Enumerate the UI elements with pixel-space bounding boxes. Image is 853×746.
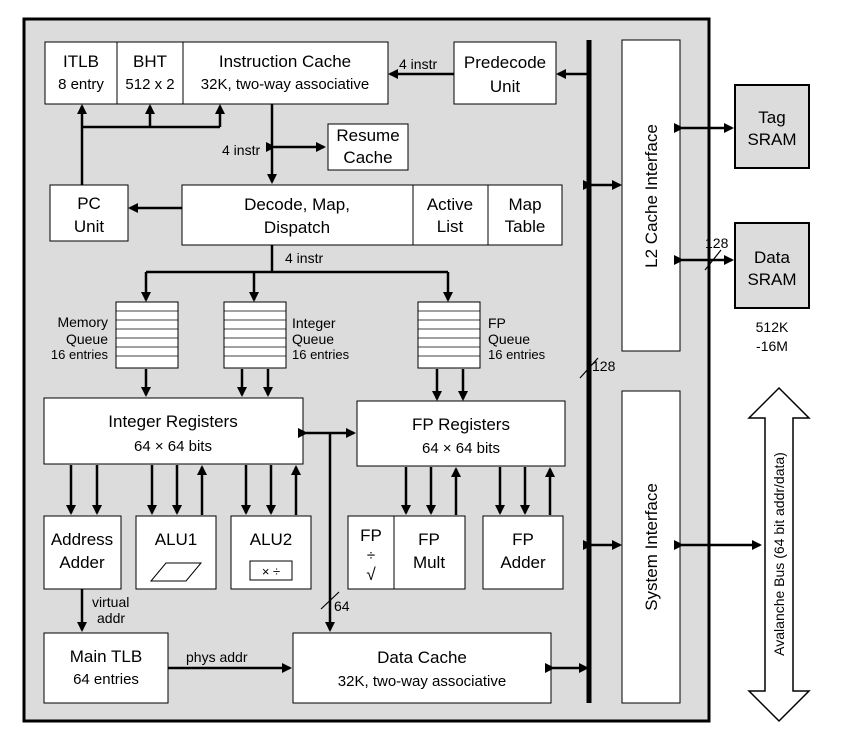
tag-line1: Tag [758,108,785,127]
fpq-line3: 16 entries [488,347,546,362]
alu2-label: ALU2 [250,530,293,549]
l2if-label: L2 Cache Interface [642,124,661,268]
decode-line1: Decode, Map, [244,195,350,214]
alu1-symbol [149,562,203,582]
fp-queue [417,301,481,369]
bht-label: BHT [133,52,167,71]
intq-line2: Queue [292,331,334,347]
intq-line3: 16 entries [292,347,350,362]
bus-128-tick [579,357,599,379]
sram-size-line2: -16M [756,338,788,354]
active-list-block [412,184,489,246]
bht-block [116,41,184,105]
fpadder-line1: FP [512,530,534,549]
fpreg-detail: 64 × 64 bits [422,440,500,457]
sram-size-line1: 512K [756,319,789,335]
main-tlb-block [43,632,169,704]
itlb-block [44,41,118,105]
itlb-label: ITLB [63,52,99,71]
pc-line2: Unit [74,217,105,236]
bus-64-label: 64 [334,598,350,614]
intq-line1: Integer [292,315,336,331]
intreg-detail: 64 × 64 bits [134,438,212,455]
predecode-line2: Unit [490,77,521,96]
tag-line2: SRAM [747,130,796,149]
decode-map-dispatch-block [181,184,414,246]
bus-128-label: 128 [592,358,616,374]
resume-line1: Resume [336,126,399,145]
pc-unit-block [49,184,129,242]
data-cache-block [292,632,552,704]
fp-adder-block [482,515,564,590]
map-table-block [487,184,563,246]
mtlb-detail: 64 entries [73,671,139,688]
integer-registers-block [43,397,304,465]
tag-sram-block [734,84,810,169]
resume-cache-block [327,123,409,171]
fp-mult-block [393,515,466,590]
addr-line1: Address [51,530,113,549]
memq-line2: Queue [66,331,108,347]
dcache-detail: 32K, two-way associative [338,673,506,690]
integer-queue [223,301,287,369]
l2-128-label: 128 [705,235,729,251]
instruction-cache-block [182,41,389,105]
fpdiv-line1: FP [360,526,382,545]
fpmult-line2: Mult [413,553,445,572]
virtual-addr-line2: addr [97,610,125,626]
fpdiv-line2: ÷ [367,547,375,564]
fpmult-line1: FP [418,530,440,549]
data-sram-line2: SRAM [747,270,796,289]
decode-line2: Dispatch [264,218,330,237]
avalanche-label: Avalanche Bus (64 bit addr/data) [771,452,787,656]
fpreg-label: FP Registers [412,415,510,434]
active-line1: Active [427,195,473,214]
l2-cache-interface-block [621,39,681,352]
instruction-cache-label: Instruction Cache [219,52,351,71]
alu2-ops: × ÷ [262,564,280,579]
pc-line1: PC [77,194,101,213]
fpdiv-line3: √ [366,565,376,584]
predecode-instr-label: 4 instr [399,56,437,72]
mtlb-label: Main TLB [70,647,142,666]
maptable-line1: Map [508,195,541,214]
intreg-label: Integer Registers [108,412,237,431]
fpq-line2: Queue [488,331,530,347]
maptable-line2: Table [505,217,546,236]
data-sram-block [734,222,810,309]
dispatch-instr-label: 4 instr [285,250,323,266]
sysif-label: System Interface [642,483,661,611]
fpadder-line2: Adder [500,553,546,572]
phys-addr-label: phys addr [186,649,248,665]
l2-128-tick [704,249,722,271]
bus-64-tick [320,591,340,610]
active-line2: List [437,217,464,236]
resume-line2: Cache [343,148,392,167]
memory-queue [115,301,179,369]
resume-instr-label: 4 instr [222,142,260,158]
system-interface-block [621,390,681,704]
fpq-line1: FP [488,315,506,331]
itlb-detail: 8 entry [58,76,104,93]
alu2-ops-box [249,560,293,581]
fp-registers-block [356,400,566,467]
bht-detail: 512 x 2 [125,76,174,93]
memq-line1: Memory [57,314,108,330]
alu1-label: ALU1 [155,530,198,549]
dcache-label: Data Cache [377,648,467,667]
predecode-line1: Predecode [464,53,546,72]
avalanche-bus-arrow [747,386,811,723]
instruction-cache-detail: 32K, two-way associative [201,76,369,93]
memq-line3: 16 entries [51,347,109,362]
data-sram-line1: Data [754,248,790,267]
addr-line2: Adder [59,553,105,572]
virtual-addr-line1: virtual [92,594,129,610]
